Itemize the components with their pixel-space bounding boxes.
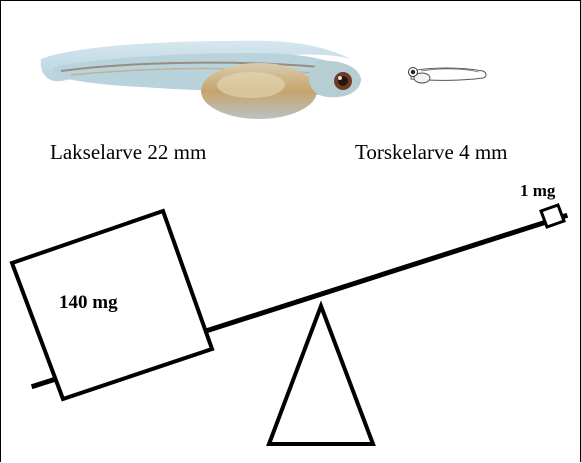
light-weight-box (541, 205, 564, 227)
heavy-weight-label: 140 mg (59, 292, 118, 314)
salmon-larva-label: Lakselarve 22 mm (50, 140, 206, 165)
fulcrum-triangle (269, 306, 373, 444)
cod-larva-label: Torskelarve 4 mm (355, 140, 508, 165)
salmon-larva-image (41, 41, 361, 119)
light-weight-label: 1 mg (520, 181, 555, 201)
cod-larva-image (409, 68, 487, 84)
